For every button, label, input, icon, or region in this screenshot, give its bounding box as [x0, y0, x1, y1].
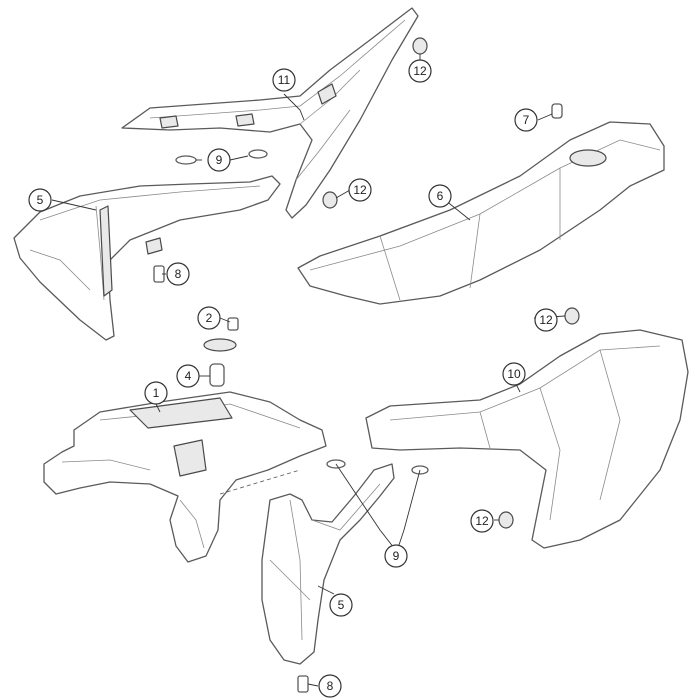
callout-5-bottom: 5 — [329, 593, 353, 617]
callout-5-top: 5 — [28, 188, 52, 212]
part-5-right-side-panel — [261, 463, 395, 665]
callout-11-label: 11 — [278, 73, 291, 87]
callout-4-label: 4 — [185, 369, 192, 383]
leader-lines — [51, 54, 566, 687]
callout-1-label: 1 — [153, 386, 160, 400]
callout-4: 4 — [176, 364, 200, 388]
part-1-air-box — [43, 391, 327, 563]
callout-12-right: 12 — [534, 308, 558, 332]
callout-5-top-label: 5 — [37, 193, 44, 207]
callout-9-top-label: 9 — [216, 153, 223, 167]
callout-6-label: 6 — [437, 189, 444, 203]
callout-12-right-label: 12 — [539, 313, 553, 327]
callout-6: 6 — [428, 184, 452, 208]
callout-8-top: 8 — [166, 262, 190, 286]
part-10-right-side-panel — [365, 329, 689, 549]
callout-5-bottom-label: 5 — [338, 598, 345, 612]
callout-2-label: 2 — [206, 311, 213, 325]
callout-12-middle-label: 12 — [353, 183, 367, 197]
callout-1: 1 — [144, 381, 168, 405]
hardware-parts — [153, 37, 580, 693]
callout-9-bottom: 9 — [384, 544, 408, 568]
part-6-seat — [297, 121, 665, 305]
callout-8-bottom: 8 — [318, 674, 342, 698]
callout-2: 2 — [197, 306, 221, 330]
callout-12-middle: 12 — [348, 178, 372, 202]
callout-8-bottom-label: 8 — [327, 679, 334, 693]
callout-12-bottom-label: 12 — [475, 514, 489, 528]
callout-10: 10 — [502, 362, 526, 386]
callout-12-top: 12 — [408, 59, 432, 83]
callout-12-top-label: 12 — [413, 64, 427, 78]
callout-7: 7 — [514, 108, 538, 132]
callout-10-label: 10 — [507, 367, 521, 381]
callout-8-top-label: 8 — [175, 267, 182, 281]
part-11-upper-cover — [121, 7, 419, 219]
callout-9-bottom-label: 9 — [393, 549, 400, 563]
callout-7-label: 7 — [523, 113, 530, 127]
callout-11: 11 — [272, 68, 296, 92]
callout-9-top: 9 — [207, 148, 231, 172]
part-5-left-side-panel — [13, 175, 281, 341]
callout-12-bottom: 12 — [470, 509, 494, 533]
